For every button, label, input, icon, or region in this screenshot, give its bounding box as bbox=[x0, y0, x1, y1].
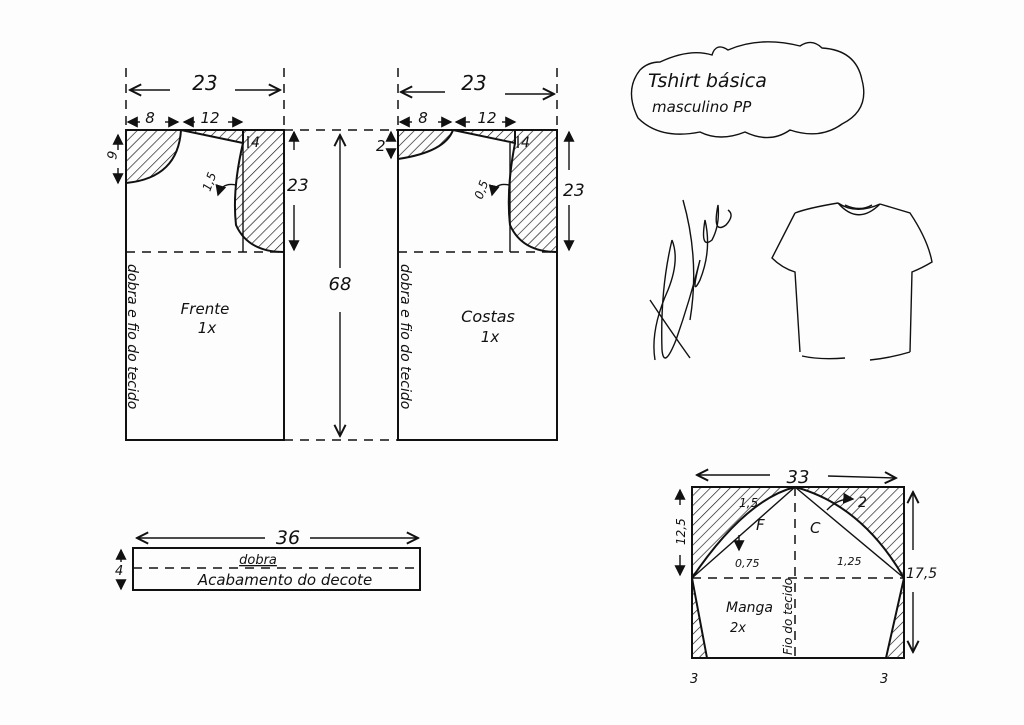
back-neckline-cutout bbox=[397, 129, 455, 161]
sleeve-front-out-label: 1,5 bbox=[739, 496, 758, 510]
front-neck-depth-label: 9 bbox=[105, 150, 121, 161]
sleeve-hem-right-label: 3 bbox=[880, 672, 888, 687]
front-shoulder-label: 12 bbox=[200, 109, 219, 127]
back-neck-width-label: 8 bbox=[418, 109, 428, 127]
sleeve-hem-left-label: 3 bbox=[690, 672, 698, 687]
back-shoulder-label: 12 bbox=[477, 109, 496, 127]
length-label: 68 bbox=[329, 274, 352, 295]
back-bodice-pattern: 23 8 12 2 4 0,5 23 dobra e fio do tecido… bbox=[376, 68, 585, 441]
title-cloud: Tshirt básica masculino PP bbox=[630, 41, 865, 139]
neckband-height-label: 4 bbox=[115, 564, 123, 579]
front-bodice-pattern: 23 8 12 9 4 1,5 23 dobra e fio do tecido… bbox=[105, 68, 309, 441]
front-piece-label: Frente bbox=[181, 300, 230, 318]
back-neck-depth-label: 2 bbox=[376, 137, 386, 155]
tshirt-illustration bbox=[771, 202, 933, 361]
front-neck-width-label: 8 bbox=[145, 109, 155, 127]
title-line-1: Tshirt básica bbox=[648, 70, 767, 92]
back-shoulder-drop-label: 4 bbox=[521, 135, 530, 151]
sleeve-grain-text: Fio do tecido bbox=[781, 578, 795, 655]
sleeve-length-label: 17,5 bbox=[906, 566, 937, 582]
front-width-label: 23 bbox=[192, 71, 217, 95]
length-dimension: 68 bbox=[284, 129, 398, 441]
title-line-2: masculino PP bbox=[652, 98, 752, 116]
back-piece-count: 1x bbox=[481, 328, 500, 346]
sleeve-hem-left-cutout bbox=[691, 577, 709, 659]
sleeve-width-label: 33 bbox=[787, 467, 810, 488]
sleeve-pattern: 33 1,5 F 0,75 C 2 1,25 12,5 17,5 Fio do … bbox=[674, 467, 937, 687]
neckband-pattern: 36 dobra Acabamento do decote 4 bbox=[115, 527, 421, 591]
back-width-label: 23 bbox=[461, 71, 486, 95]
sleeve-piece-label: Manga bbox=[726, 600, 773, 616]
sleeve-piece-count: 2x bbox=[730, 621, 746, 636]
front-armhole-cutout bbox=[233, 129, 285, 254]
front-fold-text: dobra e fio do tecido bbox=[124, 264, 140, 409]
neckband-label: Acabamento do decote bbox=[197, 571, 372, 589]
front-armhole-curve-label: 1,5 bbox=[200, 170, 220, 193]
back-fold-text: dobra e fio do tecido bbox=[397, 264, 413, 409]
sleeve-back-in-label: 1,25 bbox=[837, 555, 862, 568]
signature bbox=[649, 199, 732, 361]
neckband-width-label: 36 bbox=[276, 527, 300, 549]
back-armhole-cutout bbox=[507, 129, 558, 254]
sleeve-cap-height-label: 12,5 bbox=[674, 518, 688, 545]
back-armhole-curve-label: 0,5 bbox=[472, 178, 492, 201]
sleeve-hem-right-cutout bbox=[884, 577, 905, 659]
sleeve-back-out-label: 2 bbox=[858, 495, 867, 511]
neckband-fold-label: dobra bbox=[239, 553, 277, 568]
front-shoulder-drop-label: 4 bbox=[251, 135, 260, 151]
front-neckline-cutout bbox=[125, 129, 183, 185]
sleeve-cap-front-cutout bbox=[691, 486, 796, 582]
back-armhole-depth-label: 23 bbox=[563, 181, 585, 201]
back-piece-label: Costas bbox=[461, 307, 515, 326]
sleeve-front-in-label: 0,75 bbox=[735, 557, 760, 570]
sleeve-back-mark: C bbox=[810, 519, 821, 537]
front-armhole-depth-label: 23 bbox=[287, 176, 309, 196]
sleeve-front-mark: F bbox=[756, 516, 765, 534]
front-piece-count: 1x bbox=[198, 319, 217, 337]
